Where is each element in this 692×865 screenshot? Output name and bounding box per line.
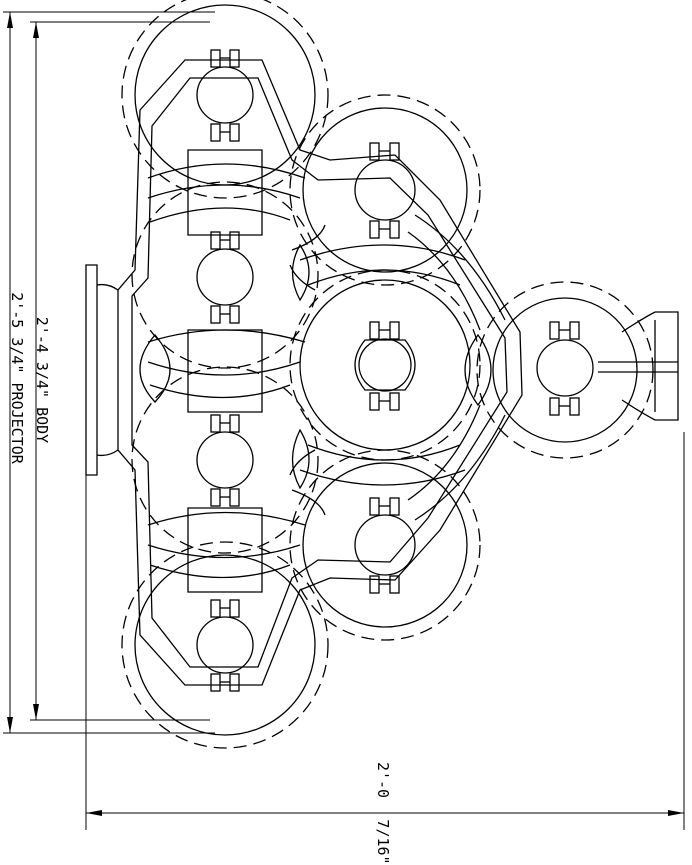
- right-mounting-plate: [598, 311, 679, 421]
- left-mounting-flange: [85, 264, 119, 476]
- outer-circles: [134, 4, 638, 736]
- port-right: [536, 321, 594, 416]
- manifold-body-outline: [117, 59, 523, 686]
- port-mid-3: [354, 497, 416, 594]
- dimension-width: [85, 432, 685, 830]
- dimension-label-projector: 2'-5 3/4" PROJECTOR: [8, 292, 26, 465]
- port-mid-1: [354, 142, 416, 239]
- runner-lines: [407, 214, 506, 521]
- port-bosses: [187, 149, 263, 593]
- ports: [196, 49, 594, 692]
- dimension-label-body: 2'-4 3/4" BODY: [33, 317, 51, 443]
- dimension-label-width-feet: 2'-0: [374, 762, 392, 798]
- port-left-2: [196, 231, 254, 324]
- lens-cores: [139, 243, 492, 490]
- dimension-projector: [3, 11, 215, 734]
- port-left-3: [196, 414, 254, 507]
- port-left-1: [196, 49, 254, 142]
- arc-sweeps: [147, 163, 466, 579]
- port-left-4: [196, 599, 254, 692]
- dimension-label-width-inches: 7/16": [374, 819, 392, 864]
- port-mid-2: [354, 321, 416, 411]
- dimension-body: [30, 21, 210, 721]
